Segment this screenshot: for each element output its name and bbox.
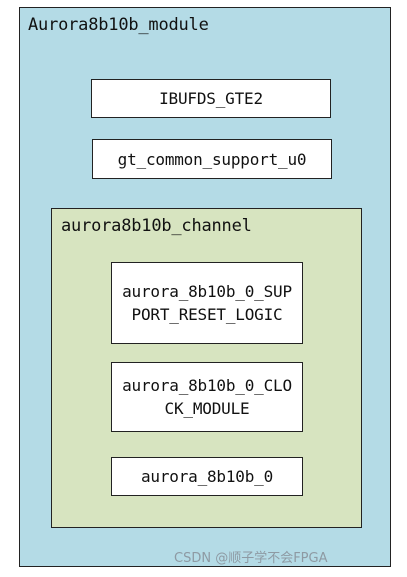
aurora-core-block: aurora_8b10b_0 xyxy=(111,457,303,496)
aurora-core-label: aurora_8b10b_0 xyxy=(140,467,274,486)
ibufds-gte2-label: IBUFDS_GTE2 xyxy=(159,89,263,108)
clock-module-label: aurora_8b10b_0_CLOCK_MODULE xyxy=(122,376,292,418)
aurora8b10b-channel-container: aurora8b10b_channel aurora_8b10b_0_SUPPO… xyxy=(51,208,362,528)
clock-module-block: aurora_8b10b_0_CLOCK_MODULE xyxy=(111,362,303,432)
support-reset-logic-label: aurora_8b10b_0_SUPPORT_RESET_LOGIC xyxy=(122,282,292,324)
channel-title: aurora8b10b_channel xyxy=(61,216,252,236)
csdn-watermark: CSDN @顺子学不会FPGA xyxy=(174,551,328,566)
gt-common-support-label: gt_common_support_u0 xyxy=(117,149,307,169)
gt-common-support-block: gt_common_support_u0 xyxy=(92,139,332,179)
ibufds-gte2-block: IBUFDS_GTE2 xyxy=(91,79,331,118)
support-reset-logic-block: aurora_8b10b_0_SUPPORT_RESET_LOGIC xyxy=(111,262,303,344)
aurora8b10b-module-container: Aurora8b10b_module IBUFDS_GTE2 gt_common… xyxy=(19,7,391,567)
module-title: Aurora8b10b_module xyxy=(28,15,209,35)
